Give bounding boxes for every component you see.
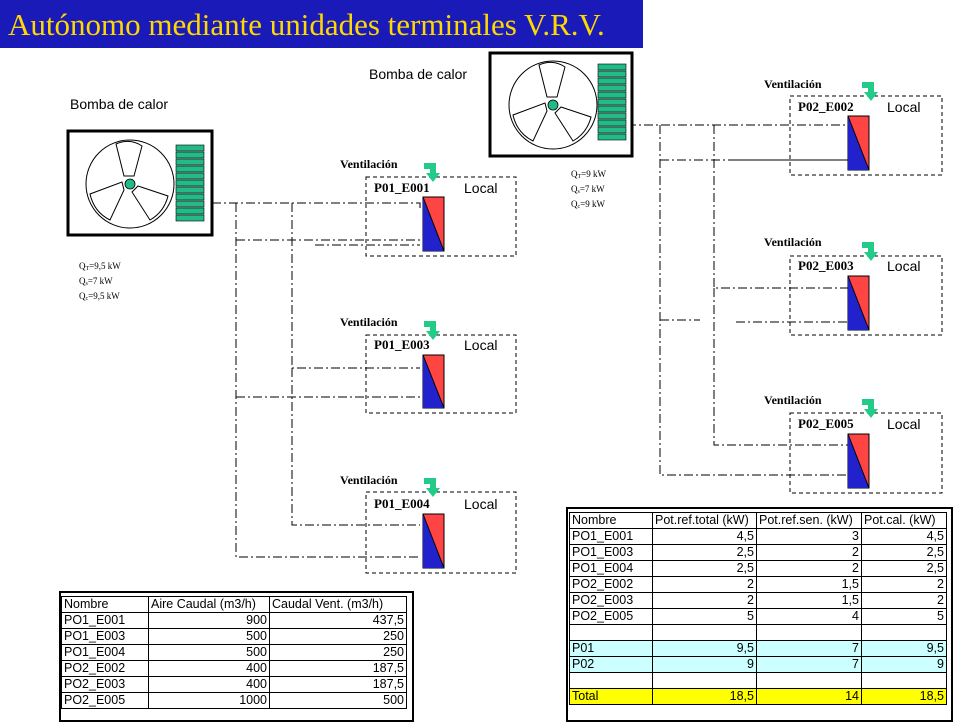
column-header: Pot.cal. (kW) bbox=[861, 512, 947, 529]
unit-label: P02_E005 bbox=[798, 416, 854, 431]
grille-2 bbox=[597, 63, 627, 141]
power-table: Nombre Pot.ref.total (kW) Pot.ref.sen. (… bbox=[569, 512, 947, 705]
room-p01-e001 bbox=[365, 163, 517, 257]
column-header: Caudal Vent. (m3/h) bbox=[269, 596, 407, 613]
title-bar: Autónomo mediante unidades terminales V.… bbox=[0, 0, 643, 48]
unit-label: P01_E001 bbox=[374, 180, 430, 195]
ventilation-label: Ventilación bbox=[764, 235, 822, 249]
column-header: Pot.ref.sen. (kW) bbox=[756, 512, 862, 529]
pipework-left bbox=[212, 202, 421, 558]
room-label: Local bbox=[464, 496, 498, 512]
column-header: Pot.ref.total (kW) bbox=[652, 512, 757, 529]
unit-label: P01_E004 bbox=[374, 496, 430, 511]
blank-row bbox=[569, 672, 947, 689]
ventilation-label: Ventilación bbox=[340, 157, 398, 171]
heat-pump-caption-2: QT=9 kW Qs=7 kW Qc=9 kW bbox=[571, 169, 606, 210]
room-p01-e004 bbox=[365, 478, 517, 574]
page-title: Autónomo mediante unidades terminales V.… bbox=[8, 7, 605, 42]
heat-pump-2 bbox=[488, 51, 634, 158]
ventilation-label: Ventilación bbox=[764, 77, 822, 91]
heat-pump-caption-1: QT=9,5 kW Qs=7 kW Qc=9,5 kW bbox=[79, 261, 121, 302]
unit-label: P02_E002 bbox=[798, 99, 854, 114]
ventilation-label: Ventilación bbox=[764, 393, 822, 407]
blank-row bbox=[569, 624, 947, 641]
room-label: Local bbox=[887, 416, 921, 432]
room-p02-e003 bbox=[789, 242, 943, 336]
unit-label: P02_E003 bbox=[798, 258, 854, 273]
ventilation-label: Ventilación bbox=[340, 315, 398, 329]
ventilation-label: Ventilación bbox=[340, 473, 398, 487]
pipework-right bbox=[627, 124, 848, 476]
unit-label: P01_E003 bbox=[374, 337, 430, 352]
column-header: Nombre bbox=[61, 596, 149, 613]
heat-pump-label-2: Bomba de calor bbox=[369, 66, 468, 82]
room-p01-e003 bbox=[365, 321, 517, 414]
room-label: Local bbox=[464, 180, 498, 196]
heat-pump-1 bbox=[66, 129, 214, 237]
room-label: Local bbox=[887, 258, 921, 274]
heat-pump-label-1: Bomba de calor bbox=[70, 96, 169, 112]
grille-1 bbox=[175, 144, 205, 222]
room-p02-e002 bbox=[789, 82, 943, 176]
column-header: Aire Caudal (m3/h) bbox=[148, 596, 270, 613]
room-p02-e005 bbox=[789, 399, 943, 494]
room-label: Local bbox=[887, 99, 921, 115]
room-label: Local bbox=[464, 337, 498, 353]
column-header: Nombre bbox=[569, 512, 653, 529]
airflow-table: Nombre Aire Caudal (m3/h) Caudal Vent. (… bbox=[61, 596, 407, 709]
